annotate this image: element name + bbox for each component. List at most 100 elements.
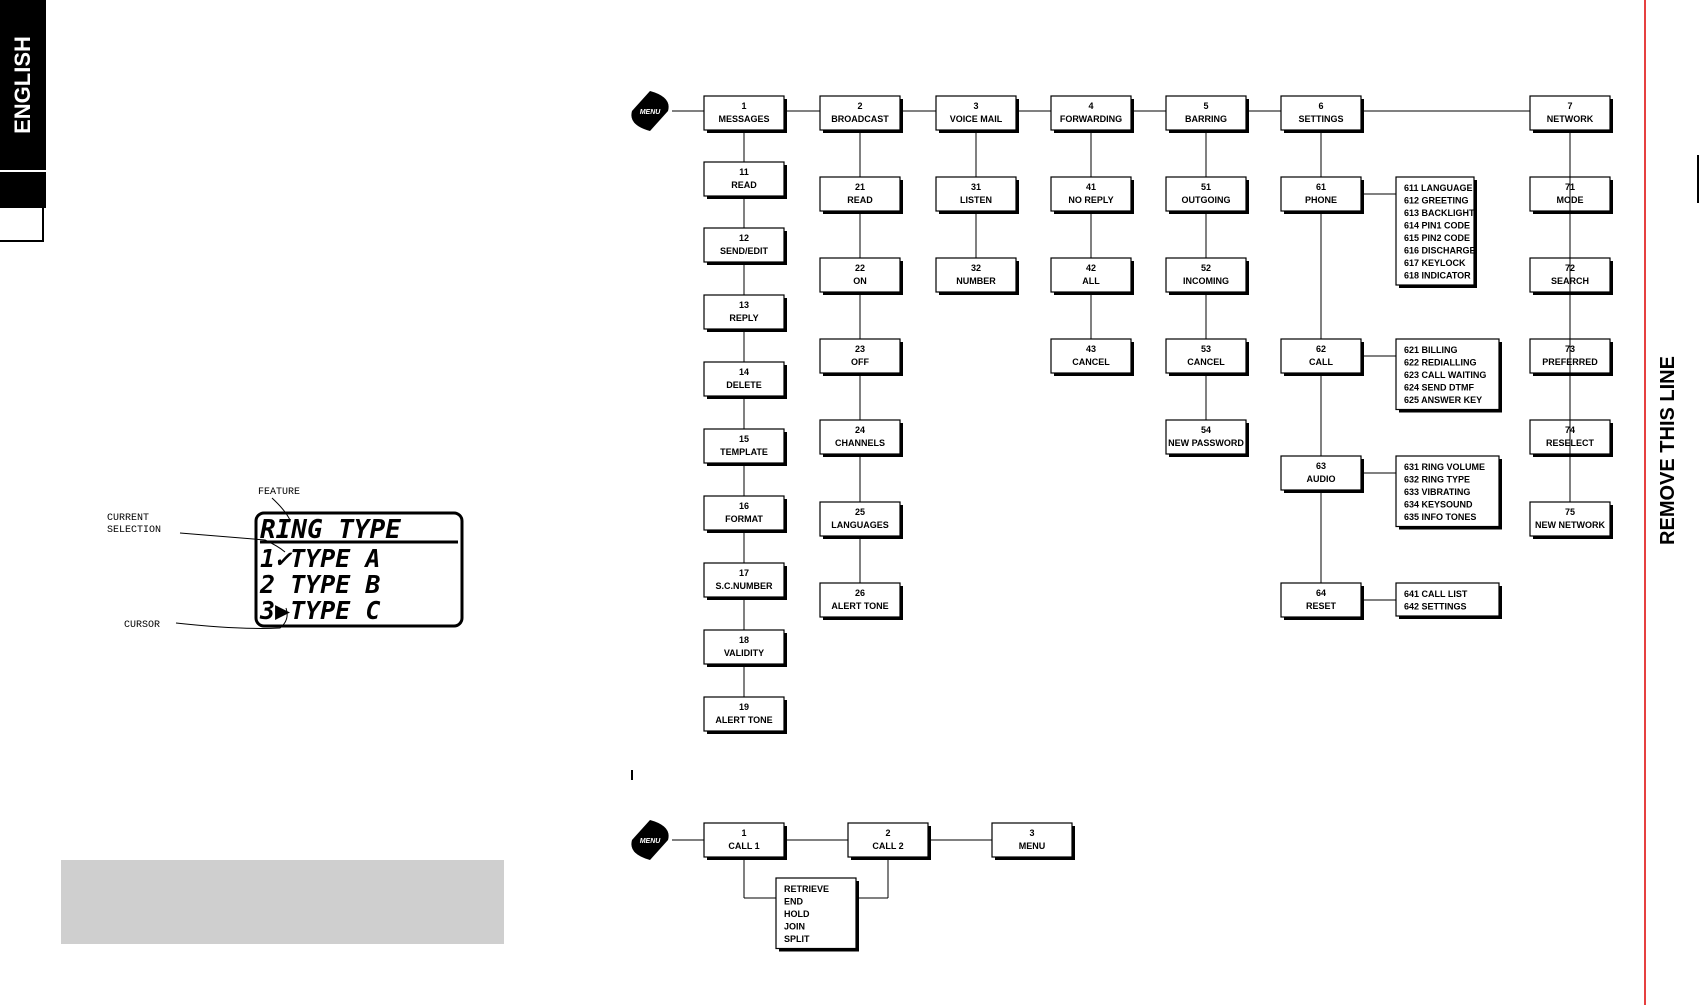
menu-voicemail-number: 3: [973, 101, 978, 111]
settings-call-sub-item: 621 BILLING: [1404, 345, 1458, 355]
cut-line: [1644, 0, 1646, 1005]
menu-barring-52-number: 52: [1201, 263, 1211, 273]
edge-tick: [1697, 155, 1699, 203]
call-menu-box-label: MENU: [1019, 841, 1046, 851]
menu-settings-64-label: RESET: [1306, 601, 1337, 611]
menu-broadcast-22: [819, 257, 901, 293]
call-options-item: SPLIT: [784, 934, 810, 944]
language-tab: [0, 0, 46, 170]
menu-barring-number: 5: [1203, 101, 1208, 111]
menu-network-75-number: 75: [1565, 507, 1575, 517]
menu-broadcast-26-number: 26: [855, 588, 865, 598]
call-options: [775, 877, 857, 950]
menu-messages-15: [703, 428, 785, 464]
call-options-item: HOLD: [784, 909, 810, 919]
menu-broadcast-24-label: CHANNELS: [835, 438, 885, 448]
menu-icon-main-label: MENU: [640, 109, 662, 116]
menu-forwarding-label: FORWARDING: [1060, 114, 1122, 124]
menu-settings-61: [1280, 176, 1362, 212]
menu-messages-11-number: 11: [739, 167, 749, 177]
menu-messages-14: [703, 361, 785, 397]
call-menu-box-number: 3: [1029, 828, 1034, 838]
menu-forwarding: [1050, 95, 1132, 131]
menu-forwarding-number: 4: [1088, 101, 1093, 111]
menu-messages-16: [703, 495, 785, 531]
gray-note-box: [61, 860, 504, 944]
settings-audio-sub-item: 632 RING TYPE: [1404, 475, 1470, 485]
lcd-figure: FEATURE CURRENT SELECTION CURSOR RING TY…: [107, 487, 464, 631]
settings-phone-sub: [1395, 176, 1475, 286]
menu-messages-12: [703, 227, 785, 263]
menu-broadcast-26-label: ALERT TONE: [831, 601, 888, 611]
menu-icon-call-label: MENU: [640, 838, 662, 845]
menu-voicemail-label: VOICE MAIL: [950, 114, 1003, 124]
settings-phone-sub-item: 615 PIN2 CODE: [1404, 233, 1470, 243]
menu-broadcast-24: [819, 419, 901, 455]
menu-messages-14-number: 14: [739, 367, 749, 377]
call-options-item: RETRIEVE: [784, 884, 829, 894]
menu-barring-51: [1165, 176, 1247, 212]
lcd-title: RING TYPE: [260, 515, 401, 545]
menu-broadcast-22-label: ON: [853, 276, 867, 286]
settings-audio-sub-item: 633 VIBRATING: [1404, 487, 1470, 497]
menu-barring-53-label: CANCEL: [1187, 357, 1225, 367]
menu-broadcast-25-label: LANGUAGES: [831, 520, 889, 530]
menu-settings: [1280, 95, 1362, 131]
menu-messages-17-label: S.C.NUMBER: [715, 581, 773, 591]
menu-forwarding-42-number: 42: [1086, 263, 1096, 273]
menu-broadcast-21: [819, 176, 901, 212]
menu-settings-number: 6: [1318, 101, 1323, 111]
menu-messages-12-number: 12: [739, 233, 749, 243]
call-1-box: [703, 822, 785, 858]
settings-phone-sub-item: 618 INDICATOR: [1404, 271, 1471, 281]
settings-reset-sub-item: 641 CALL LIST: [1404, 589, 1468, 599]
menu-forwarding-41-label: NO REPLY: [1068, 195, 1113, 205]
settings-call-sub-item: 624 SEND DTMF: [1404, 383, 1475, 393]
cursor-leader: [175, 607, 288, 629]
settings-audio-sub-item: 631 RING VOLUME: [1404, 462, 1485, 472]
menu-broadcast: [819, 95, 901, 131]
menu-messages-11-label: READ: [731, 180, 757, 190]
call-1-box-number: 1: [741, 828, 746, 838]
menu-settings-63-number: 63: [1316, 461, 1326, 471]
settings-reset-sub: [1395, 582, 1500, 617]
menu-barring: [1165, 95, 1247, 131]
menu-settings-61-label: PHONE: [1305, 195, 1337, 205]
menu-messages-13-number: 13: [739, 300, 749, 310]
menu-messages-15-number: 15: [739, 434, 749, 444]
menu-forwarding-41: [1050, 176, 1132, 212]
menu-messages-18-label: VALIDITY: [724, 648, 764, 658]
menu-broadcast-label: BROADCAST: [831, 114, 889, 124]
menu-barring-51-label: OUTGOING: [1182, 195, 1231, 205]
remove-line-label: REMOVE THIS LINE: [1656, 355, 1679, 545]
feature-label: FEATURE: [258, 487, 300, 498]
menu-barring-53-number: 53: [1201, 344, 1211, 354]
call-menu-box: [991, 822, 1073, 858]
menu-network: [1529, 95, 1611, 131]
language-tab-label-wrap: ENGLISH: [0, 0, 46, 170]
menu-forwarding-43-number: 43: [1086, 344, 1096, 354]
menu-broadcast-23-number: 23: [855, 344, 865, 354]
menu-settings-63: [1280, 455, 1362, 491]
menu-settings-64-number: 64: [1316, 588, 1326, 598]
menu-tree-diagram: MENU1MESSAGES11READ12SEND/EDIT13REPLY14D…: [631, 91, 1613, 952]
menu-voicemail-31-label: LISTEN: [960, 195, 992, 205]
settings-audio-sub-item: 634 KEYSOUND: [1404, 500, 1473, 510]
menu-barring-52: [1165, 257, 1247, 293]
menu-settings-62-label: CALL: [1309, 357, 1333, 367]
menu-messages-16-number: 16: [739, 501, 749, 511]
settings-call-sub-item: 623 CALL WAITING: [1404, 370, 1486, 380]
menu-voicemail-32-label: NUMBER: [956, 276, 996, 286]
menu-settings-label: SETTINGS: [1298, 114, 1343, 124]
lcd-row-2: 2 TYPE B: [259, 570, 380, 599]
settings-call-sub: [1395, 338, 1500, 411]
menu-broadcast-25-number: 25: [855, 507, 865, 517]
menu-messages-14-label: DELETE: [726, 380, 762, 390]
menu-messages-19-label: ALERT TONE: [715, 715, 772, 725]
menu-forwarding-42: [1050, 257, 1132, 293]
menu-messages-number: 1: [741, 101, 746, 111]
menu-voicemail-32: [935, 257, 1017, 293]
menu-broadcast-24-number: 24: [855, 425, 865, 435]
menu-messages-19: [703, 696, 785, 732]
call-options-item: END: [784, 897, 804, 907]
